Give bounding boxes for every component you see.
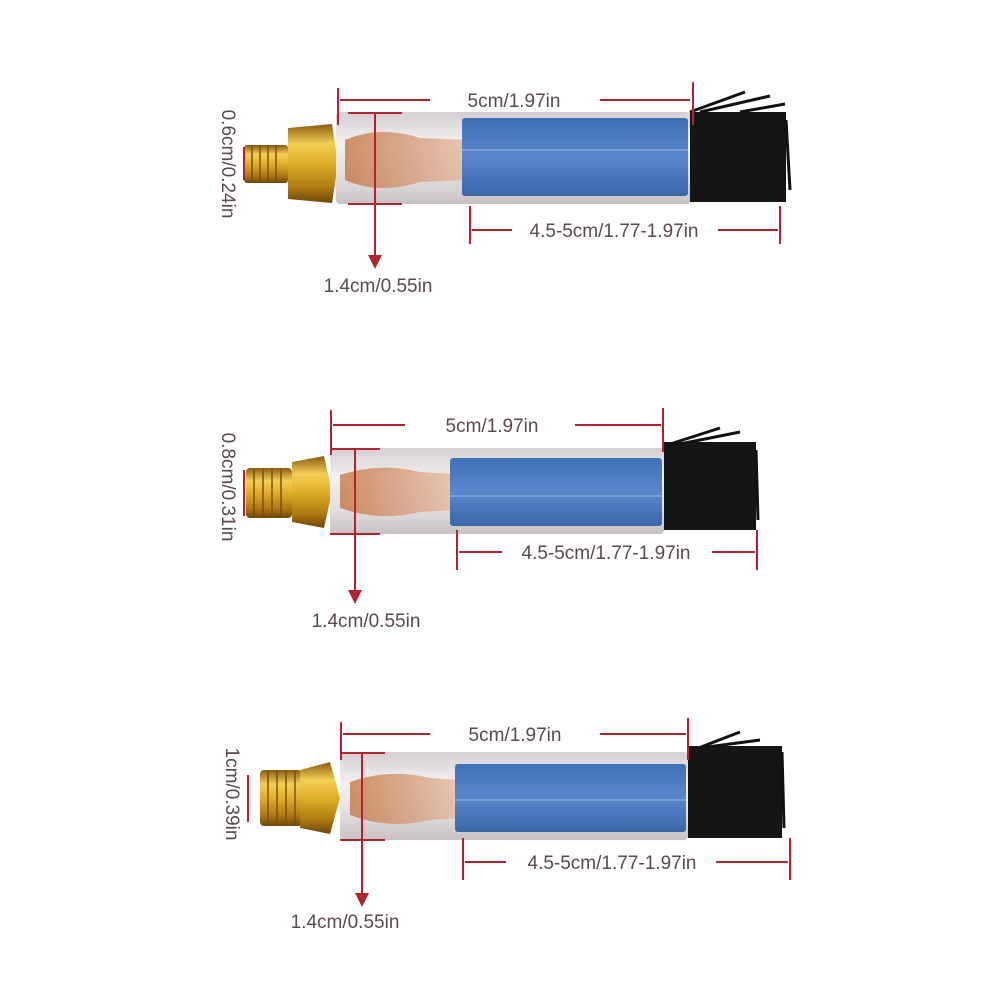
diameter-label-1: 1.4cm/0.55in [324,276,433,297]
thread-size-label-2: 0.8cm/0.31in [217,433,238,542]
blue-core-1 [462,118,688,196]
diameter-label-3: 1.4cm/0.55in [291,912,400,933]
brass-thread-1 [244,145,288,183]
brush-item-3: 5cm/1.97in 4.5-5cm/1.77-1.97in 1.4cm/0.5… [221,718,791,933]
blue-core-3 [455,764,686,832]
thread-size-label-1: 0.6cm/0.24in [217,110,238,219]
brush-1-illustration [244,90,792,204]
blue-core-2 [450,458,662,526]
brass-thread-2 [246,468,292,518]
brass-thread-3 [260,770,302,826]
brass-hex-nut-2 [292,456,332,528]
brush-item-1: 5cm/1.97in 4.5-5cm/1.77-1.97in 1.4cm/0.5… [217,82,792,297]
bristle-length-label-1: 4.5-5cm/1.77-1.97in [530,221,699,242]
diameter-label-2: 1.4cm/0.55in [312,611,421,632]
bristles-3 [687,730,786,838]
length-label-1: 5cm/1.97in [468,91,561,112]
brush-3-illustration [260,730,786,840]
brush-item-2: 5cm/1.97in 4.5-5cm/1.77-1.97in 1.4cm/0.5… [217,408,760,632]
length-label-3: 5cm/1.97in [469,725,562,746]
bristles-2 [663,426,760,530]
brush-2-illustration [246,426,760,534]
brass-hex-nut-3 [300,762,340,834]
bristles-1 [689,90,792,202]
length-label-2: 5cm/1.97in [446,416,539,437]
bristle-length-label-3: 4.5-5cm/1.77-1.97in [528,853,697,874]
thread-size-label-3: 1cm/0.39in [221,748,242,841]
brass-hex-nut-1 [288,124,338,203]
bristle-length-label-2: 4.5-5cm/1.77-1.97in [522,543,691,564]
